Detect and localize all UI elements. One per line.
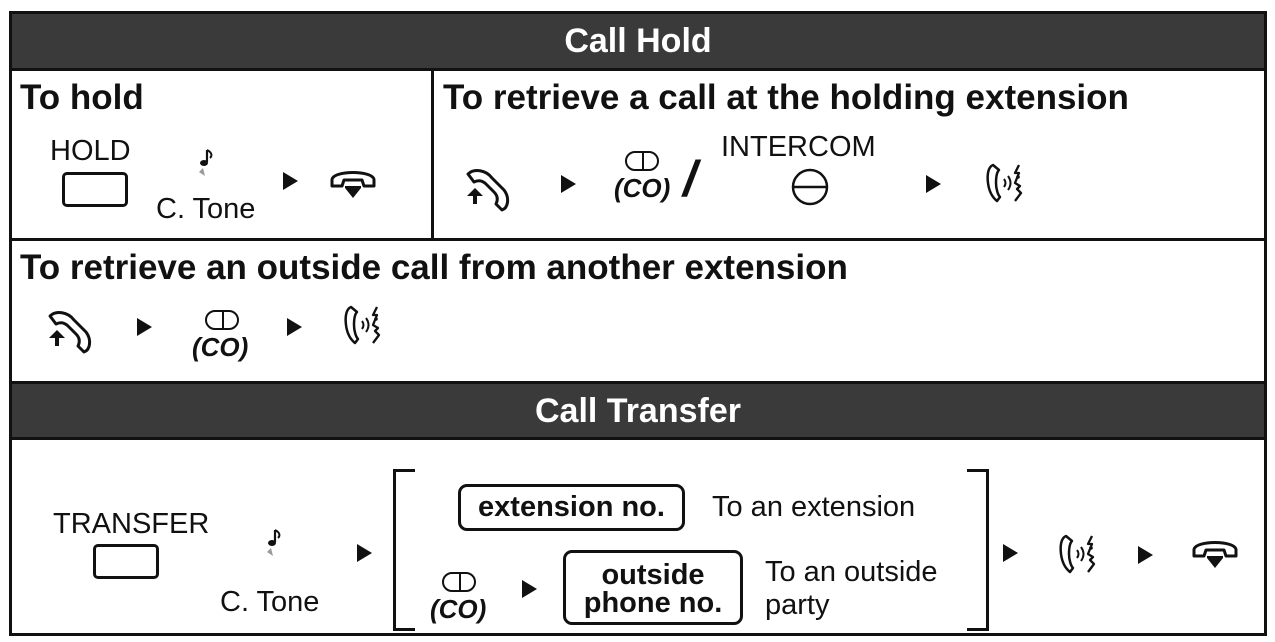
tone-note-icon: [197, 148, 213, 178]
co-label: (CO): [614, 173, 671, 203]
outer-frame: [9, 11, 1267, 636]
co-label: (CO): [192, 332, 249, 362]
retrieve-other-title: To retrieve an outside call from another…: [20, 248, 848, 287]
arrow-right-icon: [283, 172, 298, 190]
or-slash: /: [683, 151, 697, 207]
tone-label: C. Tone: [156, 193, 256, 225]
arrow-right-icon: [926, 175, 941, 193]
co-label: (CO): [430, 594, 487, 624]
arrow-right-icon: [357, 544, 372, 562]
on-hook-icon: [330, 171, 376, 200]
divider: [9, 437, 1267, 440]
hold-label: HOLD: [50, 135, 131, 167]
right-bracket: [967, 628, 989, 631]
transfer-label: TRANSFER: [53, 508, 210, 540]
to-outside-label: To an outside party: [765, 556, 938, 622]
right-bracket: [986, 469, 989, 631]
extension-no-box: extension no.: [458, 484, 685, 531]
left-bracket: [393, 469, 415, 472]
off-hook-icon: [47, 311, 92, 354]
outside-box-line1: outside: [601, 559, 705, 591]
to-outside-line1: To an outside: [765, 556, 938, 588]
talk-icon: [1059, 534, 1096, 574]
co-button-icon: [459, 572, 461, 592]
outside-box-line2: phone no.: [583, 587, 723, 619]
on-hook-icon: [1192, 541, 1238, 570]
co-button-icon: [642, 151, 644, 171]
talk-icon: [986, 163, 1023, 203]
call-transfer-header: Call Transfer: [12, 384, 1264, 438]
divider: [9, 238, 1267, 241]
tone-label: C. Tone: [220, 586, 320, 618]
intercom-label: INTERCOM: [721, 131, 876, 163]
retrieve-holding-title: To retrieve a call at the holding extens…: [443, 78, 1129, 117]
hold-button[interactable]: [62, 172, 128, 207]
right-bracket: [967, 469, 989, 472]
to-hold-title: To hold: [20, 78, 144, 117]
arrow-right-icon: [561, 175, 576, 193]
co-button-icon: [222, 310, 224, 330]
tone-note-icon: [265, 528, 281, 558]
transfer-button[interactable]: [93, 544, 159, 579]
left-bracket: [393, 469, 396, 631]
arrow-right-icon: [1003, 544, 1018, 562]
call-hold-header: Call Hold: [12, 14, 1264, 68]
divider: [431, 68, 434, 240]
arrow-right-icon: [1138, 546, 1153, 564]
to-extension-label: To an extension: [712, 491, 916, 523]
divider: [9, 68, 1267, 71]
left-bracket: [393, 628, 415, 631]
arrow-right-icon: [522, 580, 537, 598]
outside-phone-no-box: outside phone no.: [563, 550, 743, 625]
divider: [9, 381, 1267, 384]
off-hook-icon: [465, 169, 510, 212]
arrow-right-icon: [137, 318, 152, 336]
intercom-button-icon[interactable]: [791, 168, 829, 206]
arrow-right-icon: [287, 318, 302, 336]
to-outside-line2: party: [765, 589, 830, 621]
talk-icon: [344, 305, 381, 345]
